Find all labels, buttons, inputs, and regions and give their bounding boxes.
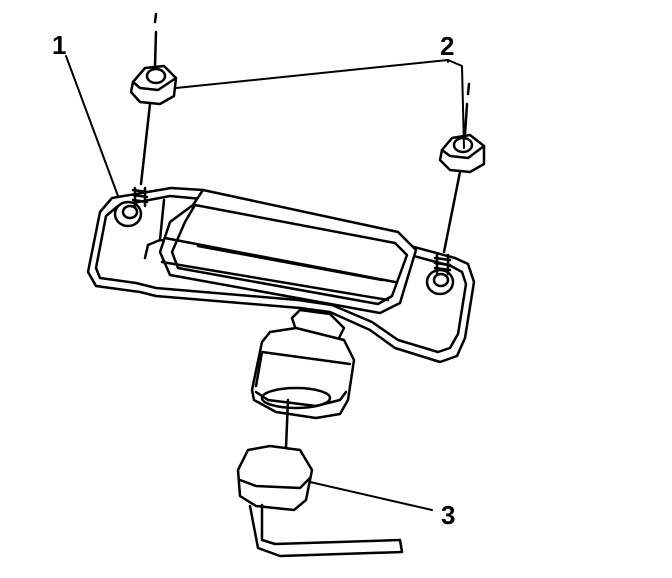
callout-1: 1 <box>52 30 67 60</box>
module-housing <box>158 188 418 315</box>
leader-lines <box>65 55 465 511</box>
right-stud <box>425 253 455 296</box>
harness-connector <box>236 398 404 558</box>
right-nut <box>438 82 486 254</box>
left-stud <box>113 186 149 228</box>
callout-2: 2 <box>440 31 455 61</box>
callout-3: 3 <box>441 500 456 530</box>
module-connector <box>250 308 356 420</box>
left-nut <box>129 12 178 186</box>
